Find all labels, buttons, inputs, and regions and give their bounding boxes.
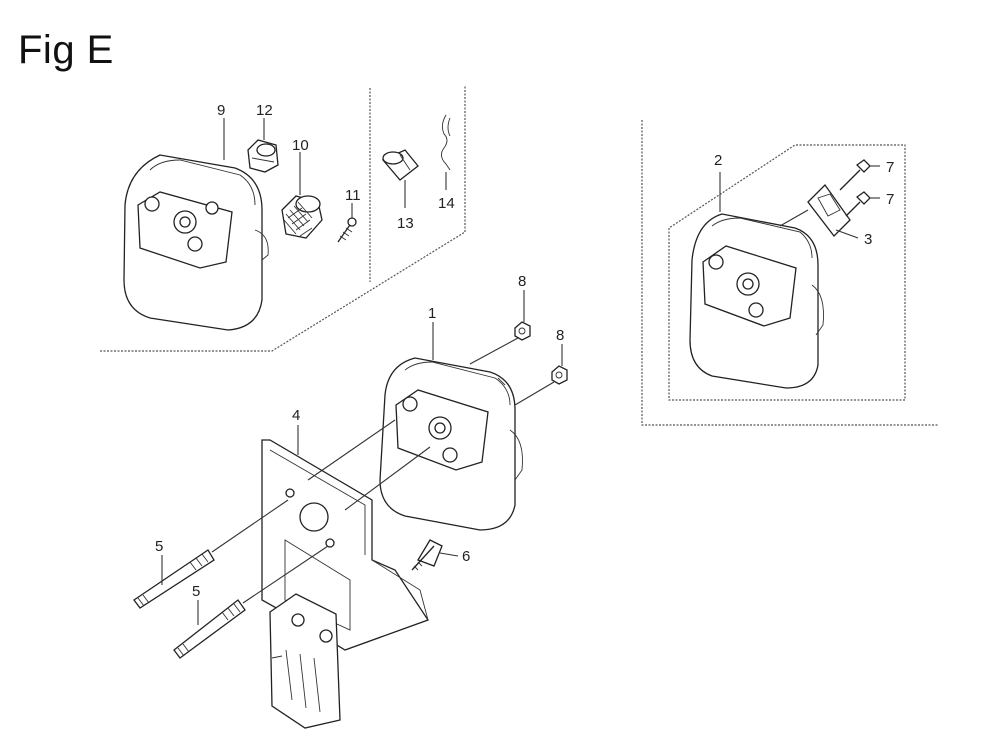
callout-4: 4 (292, 407, 300, 424)
clip-part-14 (441, 114, 451, 171)
callout-7-upper: 7 (886, 159, 894, 176)
stud-part-5-lower (173, 599, 246, 659)
muffler-part-9 (123, 154, 269, 331)
callout-12: 12 (256, 102, 273, 119)
callout-8-upper: 8 (518, 273, 526, 290)
callout-14: 14 (438, 195, 455, 212)
figure-title: Fig E (18, 28, 114, 72)
screw-part-7-lower (845, 191, 871, 217)
bolt-part-6 (411, 539, 443, 571)
callout-5-upper: 5 (155, 538, 163, 555)
callout-11: 11 (345, 187, 361, 204)
callout-1: 1 (428, 305, 436, 322)
muffler-part-2 (689, 213, 824, 389)
callout-2: 2 (714, 152, 722, 169)
inset-panel-left (100, 86, 466, 352)
sleeve-part-13 (381, 149, 419, 181)
screw-part-7-upper (839, 159, 871, 191)
spark-arrester-part-10 (281, 195, 323, 239)
callout-9: 9 (217, 102, 225, 119)
plate-part-3 (807, 183, 851, 237)
callout-6: 6 (462, 548, 470, 565)
callout-7-lower: 7 (886, 191, 894, 208)
muffler-part-1 (379, 357, 523, 531)
callout-8-lower: 8 (556, 327, 564, 344)
nut-part-8-upper (514, 321, 531, 341)
base-plate (269, 593, 341, 729)
nut-part-8-lower (551, 365, 568, 385)
inset-panel-right (641, 120, 938, 426)
callout-10: 10 (292, 137, 309, 154)
cap-part-12 (247, 139, 279, 173)
callout-3: 3 (864, 231, 872, 248)
callout-5-lower: 5 (192, 583, 200, 600)
screw-part-11 (337, 217, 357, 243)
stud-part-5-upper (133, 549, 215, 609)
callout-13: 13 (397, 215, 414, 232)
